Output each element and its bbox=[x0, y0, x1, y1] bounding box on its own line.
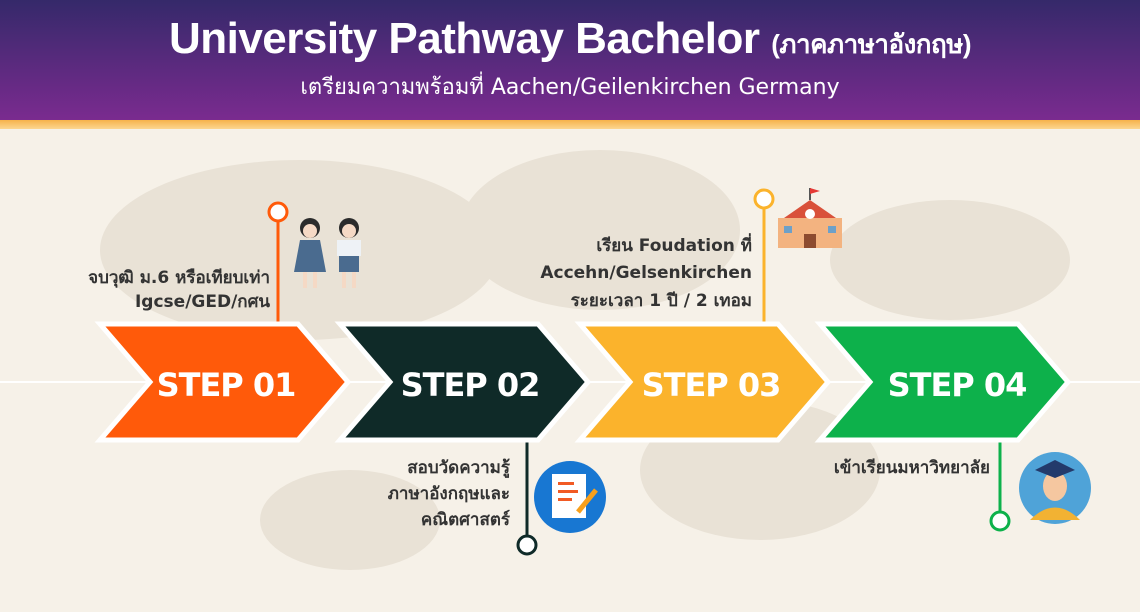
step-4-marker bbox=[989, 510, 1011, 532]
step-2-label: STEP 02 bbox=[401, 366, 540, 404]
step-4-label: STEP 04 bbox=[888, 366, 1027, 404]
step-1-marker bbox=[267, 201, 289, 223]
title-text: University Pathway Bachelor bbox=[168, 14, 760, 63]
step-2-chevron bbox=[334, 321, 592, 443]
step-2-desc-line-3: คณิตศาสตร์ bbox=[421, 509, 511, 530]
page-title: University Pathway Bachelor (ภาคภาษาอังก… bbox=[0, 14, 1140, 65]
step-2-marker bbox=[516, 534, 538, 556]
page-subtitle: เตรียมความพร้อมที่ Aachen/Geilenkirchen … bbox=[300, 75, 840, 100]
title-thai: (ภาคภาษาอังกฤษ) bbox=[771, 29, 972, 59]
step-1-desc-line-2: Igcse/GED/กศน bbox=[135, 292, 270, 312]
students-icon bbox=[294, 218, 361, 288]
step-3-label: STEP 03 bbox=[642, 366, 781, 404]
step-1-label: STEP 01 bbox=[157, 366, 296, 404]
step-1-chevron bbox=[94, 321, 352, 443]
header-banner: University Pathway Bachelor (ภาคภาษาอังก… bbox=[0, 0, 1140, 120]
step-3-chevron bbox=[574, 321, 832, 443]
step-4-chevron bbox=[814, 321, 1072, 443]
school-building-icon bbox=[778, 188, 842, 248]
step-3-desc-line-3: ระยะเวลา 1 ปี / 2 เทอม bbox=[571, 290, 752, 311]
step-3-marker bbox=[753, 188, 775, 210]
graduate-icon bbox=[1019, 452, 1091, 524]
step-1-desc-line-1: จบวุฒิ ม.6 หรือเทียบเท่า bbox=[88, 267, 270, 288]
step-3-desc-line-2: Accehn/Gelsenkirchen bbox=[540, 263, 752, 283]
exam-document-icon bbox=[534, 461, 606, 533]
step-2-desc-line-1: สอบวัดความรู้ bbox=[407, 458, 511, 479]
step-2-desc-line-2: ภาษาอังกฤษและ bbox=[388, 484, 510, 504]
header-accent-band bbox=[0, 120, 1140, 129]
step-3-desc-line-1: เรียน Foudation ที่ bbox=[596, 233, 752, 256]
step-4-desc-line-1: เข้าเรียนมหาวิทยาลัย bbox=[834, 457, 990, 478]
